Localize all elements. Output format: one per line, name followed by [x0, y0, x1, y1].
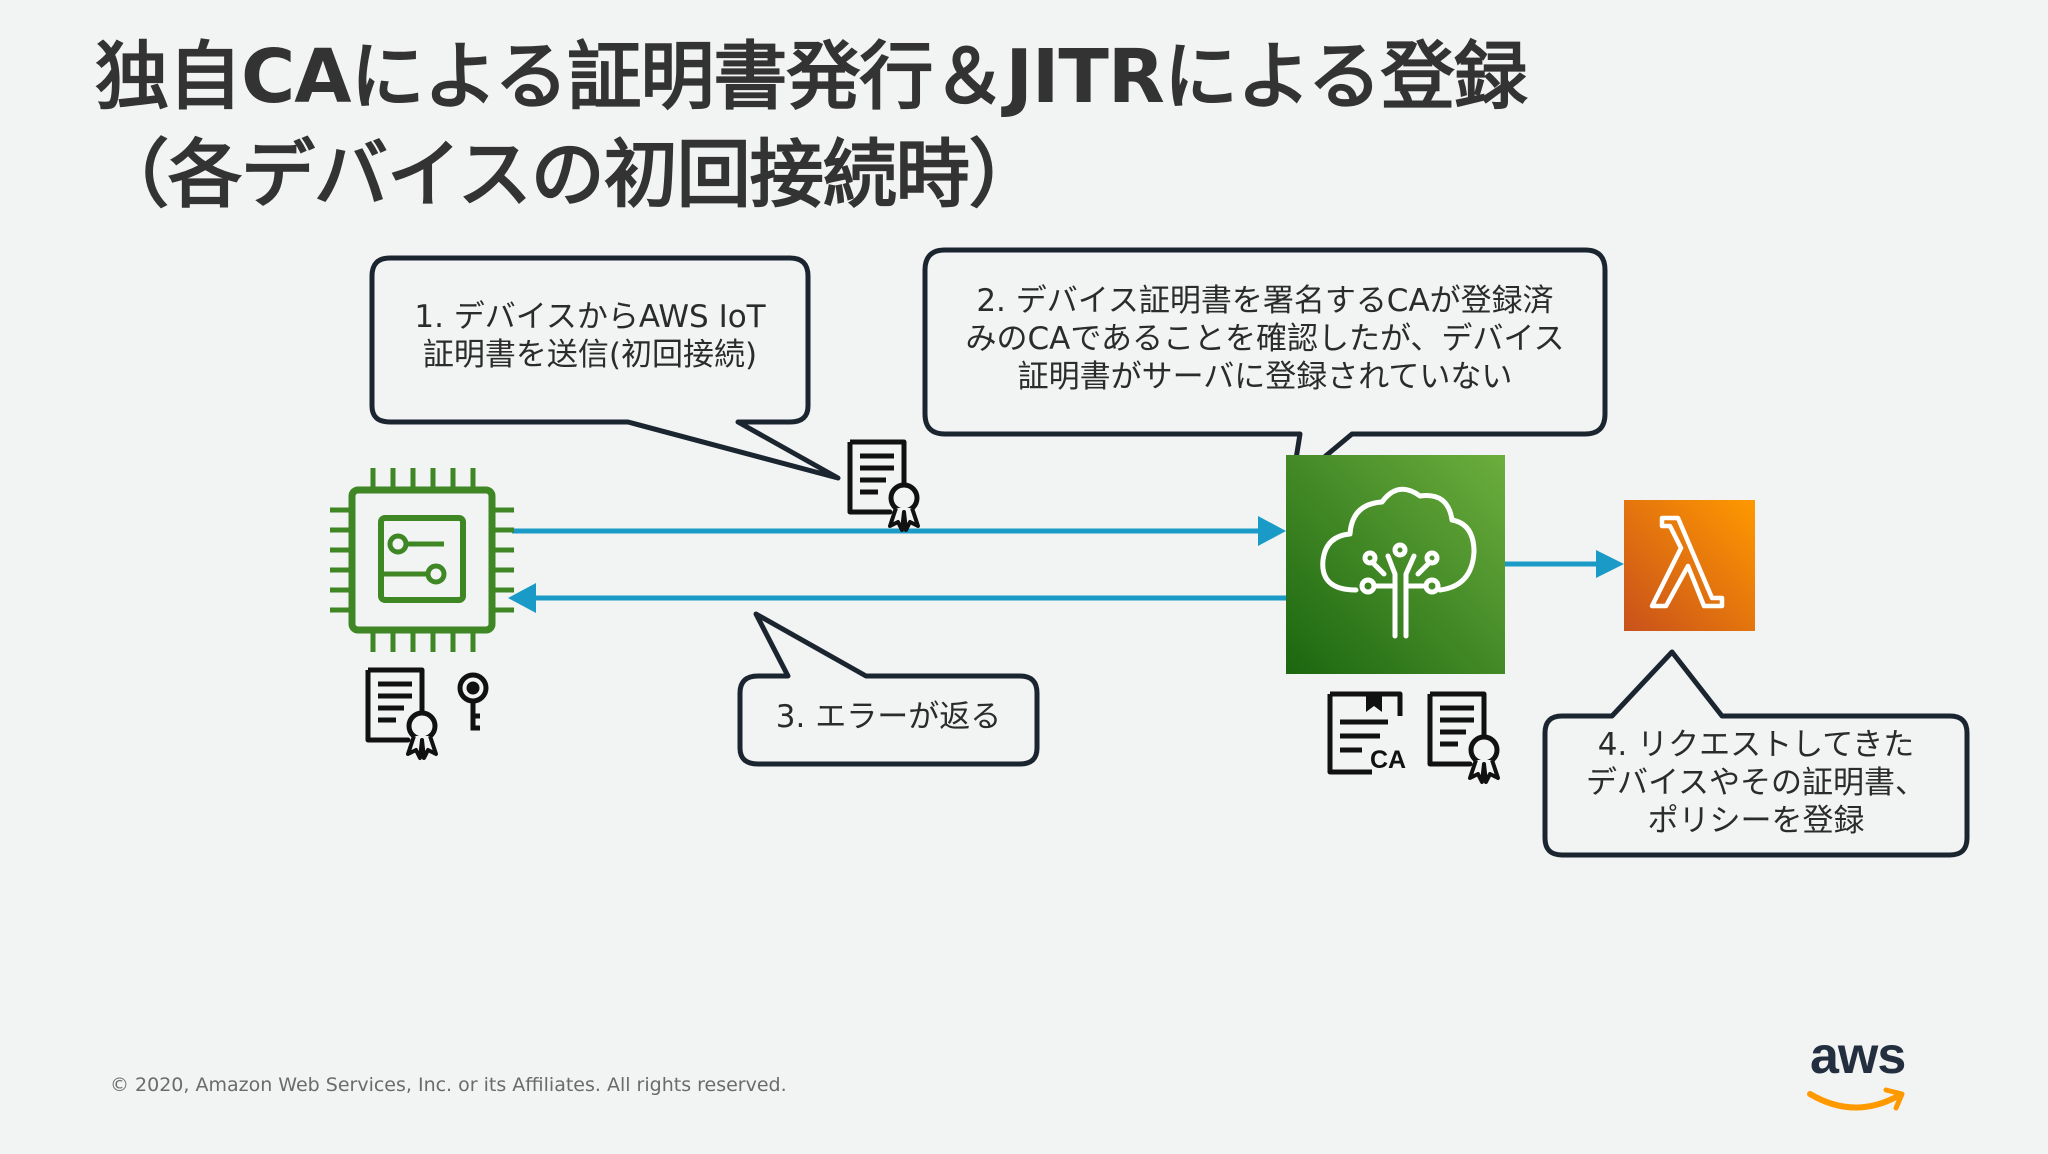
- title-line-2: （各デバイスの初回接続時）: [95, 132, 1043, 218]
- certificate-icon-registered: [1430, 694, 1498, 782]
- key-icon: [457, 672, 489, 731]
- arrow-device-to-iot: [512, 516, 1286, 546]
- copyright-footer: © 2020, Amazon Web Services, Inc. or its…: [110, 1074, 787, 1096]
- ca-certificate-icon: CA: [1327, 691, 1406, 775]
- arrow-iot-to-device: [508, 583, 1287, 613]
- bubble-3: [737, 611, 1040, 767]
- step-1-text: 1. デバイスからAWS IoT 証明書を送信(初回接続): [414, 299, 766, 373]
- aws-smile-icon: [1807, 1087, 1905, 1111]
- bubble-1: [369, 255, 841, 481]
- bubble-4: [1542, 649, 1970, 858]
- microcontroller-icon: [330, 468, 514, 652]
- step-2-text: 2. デバイス証明書を署名するCAが登録済 みのCAであることを確認したが、デバ…: [965, 283, 1565, 395]
- step-3-text: 3. エラーが返る: [775, 699, 1002, 735]
- ca-label: CA: [1370, 746, 1406, 774]
- arrow-iot-to-lambda: [1505, 550, 1624, 578]
- slide-title: 独自CAによる証明書発行＆JITRによる登録 （各デバイスの初回接続時）: [95, 28, 1528, 224]
- aws-logo-text: aws: [1810, 1027, 1906, 1085]
- step-4-text: 4. リクエストしてきた デバイスやその証明書、 ポリシーを登録: [1585, 727, 1927, 839]
- iot-core-cloud-icon: [1286, 455, 1505, 674]
- certificate-icon-sent: [850, 442, 918, 530]
- certificate-icon-device: [368, 670, 436, 758]
- title-line-1: 独自CAによる証明書発行＆JITRによる登録: [95, 34, 1528, 120]
- lambda-icon: [1624, 500, 1755, 631]
